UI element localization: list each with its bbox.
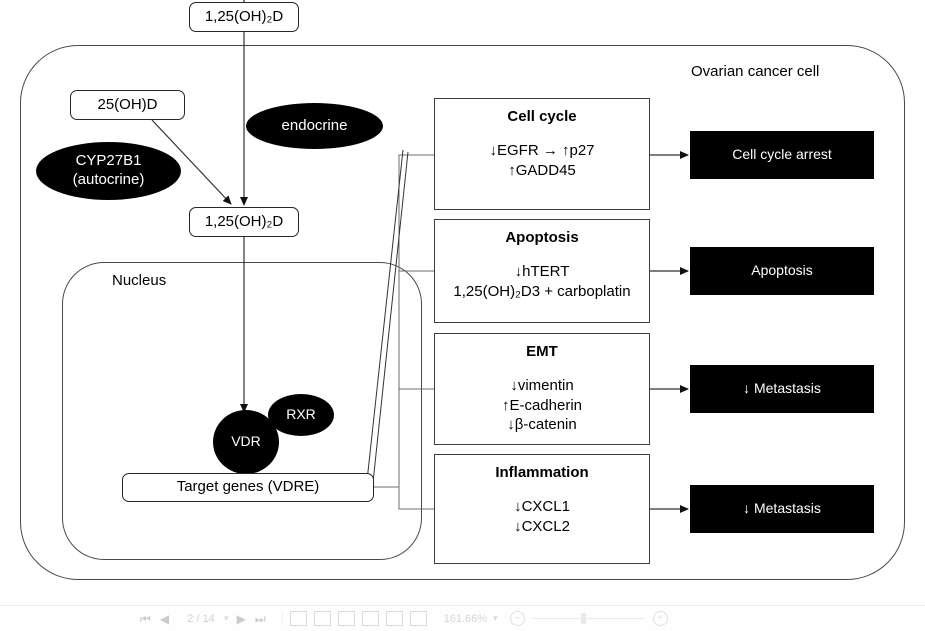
zoom-slider-thumb[interactable] bbox=[580, 613, 586, 624]
toolbar-divider bbox=[281, 611, 283, 626]
pathway-line: ↑GADD45 bbox=[508, 161, 576, 179]
pathway-body: ↓hTERT 1,25(OH)₂D3 + carboplatin bbox=[453, 262, 630, 302]
previous-page-icon[interactable]: ◀ bbox=[159, 611, 170, 626]
pathway-line: ↑E-cadherin bbox=[501, 396, 583, 414]
pathway-panel-apoptosis[interactable]: Apoptosis ↓hTERT 1,25(OH)₂D3 + carboplat… bbox=[434, 219, 650, 323]
precursor-label: 25(OH)D bbox=[97, 95, 158, 113]
endocrine-label: endocrine bbox=[281, 116, 348, 134]
cyp27b1-autocrine-label: (autocrine) bbox=[72, 171, 145, 188]
page-dropdown-icon[interactable]: ▾ bbox=[224, 613, 229, 623]
outcome-label: Cell cycle arrest bbox=[732, 146, 832, 163]
pathway-body: ↓vimentin ↑E-cadherin ↓β-catenin bbox=[502, 376, 582, 435]
outcome-label: Apoptosis bbox=[751, 262, 813, 279]
precursor-box[interactable]: 25(OH)D bbox=[70, 90, 185, 120]
circulating-ligand-label: 1,25(OH)₂D bbox=[204, 7, 284, 25]
pathway-panel-cell-cycle[interactable]: Cell cycle ↓EGFR → ↑p27 ↑GADD45 bbox=[434, 98, 650, 210]
zoom-out-icon[interactable]: − bbox=[509, 611, 525, 626]
page-number-input[interactable]: 2 / 14 bbox=[187, 612, 215, 625]
two-page-icon[interactable] bbox=[361, 611, 379, 626]
pathway-body: ↓EGFR → ↑p27 ↑GADD45 bbox=[489, 141, 594, 181]
rxr-label: RXR bbox=[286, 406, 316, 423]
zoom-in-icon[interactable]: + bbox=[652, 611, 668, 626]
rxr-ellipse[interactable]: RXR bbox=[268, 394, 334, 436]
nucleus-label: Nucleus bbox=[112, 272, 167, 289]
pathway-line: 1,25(OH)₂D3 + carboplatin bbox=[453, 282, 631, 300]
outcome-box-cell-cycle-arrest[interactable]: Cell cycle arrest bbox=[690, 131, 874, 179]
intracellular-ligand-box[interactable]: 1,25(OH)₂D bbox=[189, 207, 299, 237]
outcome-box-apoptosis[interactable]: Apoptosis bbox=[690, 247, 874, 295]
target-genes-box[interactable]: Target genes (VDRE) bbox=[122, 473, 374, 502]
outcome-box-metastasis-emt[interactable]: ↓ Metastasis bbox=[690, 365, 874, 413]
zoom-level-value[interactable]: 161.66% bbox=[443, 612, 488, 625]
pdf-viewer-toolbar[interactable]: ⏮ ◀ 2 / 14 ▾ ▶ ⏭ 161.66% ▾ − + bbox=[0, 605, 925, 631]
grid-icon[interactable] bbox=[385, 611, 403, 626]
pathway-panel-inflammation[interactable]: Inflammation ↓CXCL1 ↓CXCL2 bbox=[434, 454, 650, 564]
cell-label: Ovarian cancer cell bbox=[691, 63, 820, 80]
pathway-line: ↓CXCL2 bbox=[514, 517, 570, 535]
single-page-icon[interactable] bbox=[337, 611, 355, 626]
outline-icon[interactable] bbox=[409, 611, 427, 626]
pathway-title: Inflammation bbox=[495, 464, 589, 481]
pathway-line: ↓hTERT bbox=[514, 262, 570, 280]
pathway-line: ↓CXCL1 bbox=[514, 497, 570, 515]
pathway-line: ↓EGFR → ↑p27 bbox=[489, 141, 595, 159]
pathway-title: Apoptosis bbox=[505, 229, 579, 246]
cell-membrane-outline bbox=[20, 45, 905, 580]
pathway-line: ↓β-catenin bbox=[507, 416, 577, 434]
cyp27b1-label: CYP27B1 bbox=[75, 152, 142, 170]
circulating-ligand-box[interactable]: 1,25(OH)₂D bbox=[189, 2, 299, 32]
outcome-box-metastasis-inflammation[interactable]: ↓ Metastasis bbox=[690, 485, 874, 533]
intracellular-ligand-label: 1,25(OH)₂D bbox=[204, 212, 284, 230]
pathway-title: Cell cycle bbox=[507, 108, 577, 125]
vdr-ellipse[interactable]: VDR bbox=[213, 410, 279, 474]
endocrine-ellipse[interactable]: endocrine bbox=[246, 103, 383, 149]
thumbnails-icon[interactable] bbox=[289, 611, 307, 626]
outcome-label: ↓ Metastasis bbox=[743, 380, 821, 397]
last-page-icon[interactable]: ⏭ bbox=[254, 611, 266, 626]
next-page-icon[interactable]: ▶ bbox=[236, 611, 246, 626]
pathway-line: ↓vimentin bbox=[510, 376, 574, 394]
zoom-dropdown-icon[interactable]: ▾ bbox=[493, 613, 498, 623]
rotate-icon[interactable] bbox=[313, 611, 331, 626]
outcome-label: ↓ Metastasis bbox=[743, 500, 821, 517]
cyp27b1-ellipse[interactable]: CYP27B1 (autocrine) bbox=[36, 142, 181, 200]
pathway-body: ↓CXCL1 ↓CXCL2 bbox=[514, 497, 570, 537]
first-page-icon[interactable]: ⏮ bbox=[140, 611, 151, 626]
zoom-slider[interactable] bbox=[532, 613, 645, 624]
target-genes-label: Target genes (VDRE) bbox=[176, 478, 320, 496]
pathway-panel-emt[interactable]: EMT ↓vimentin ↑E-cadherin ↓β-catenin bbox=[434, 333, 650, 445]
vdr-label: VDR bbox=[231, 433, 261, 450]
pathway-title: EMT bbox=[526, 343, 558, 360]
